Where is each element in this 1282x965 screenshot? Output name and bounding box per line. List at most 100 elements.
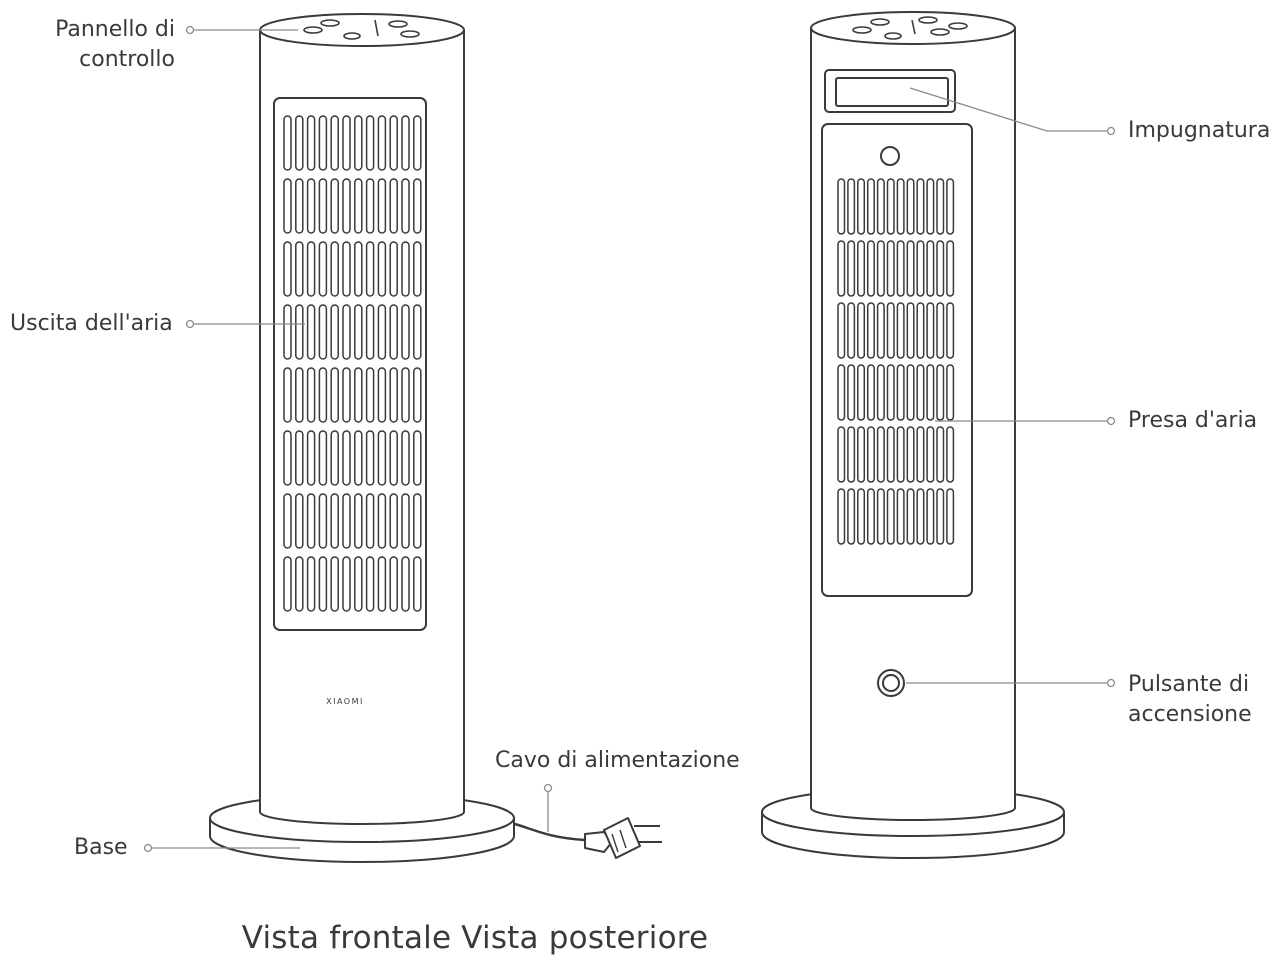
label-handle: Impugnatura (1128, 118, 1271, 143)
grille-slot (866, 302, 875, 359)
grille-slot (306, 304, 316, 360)
grille-slot (295, 430, 304, 486)
grille-slot (354, 304, 363, 360)
grille-slot (847, 240, 856, 297)
grille-slot (365, 556, 375, 612)
grille-slot (306, 241, 316, 297)
grille-slot (295, 178, 304, 234)
grille-slot (330, 241, 339, 297)
grille-slot (926, 364, 935, 421)
grille-slot (377, 115, 387, 171)
grille-slot (896, 178, 905, 235)
rear-hole (880, 146, 900, 166)
grille-slot (306, 493, 316, 549)
grille-slot (342, 556, 351, 612)
grille-slot (342, 304, 351, 360)
label-base: Base (74, 835, 128, 860)
grille-slot (401, 430, 410, 486)
grille-slot (283, 367, 292, 423)
grille-slot (936, 302, 945, 359)
grille-slot (295, 304, 304, 360)
grille-slot (936, 488, 945, 545)
grille-slot (896, 302, 905, 359)
grille-slot (377, 493, 387, 549)
grille-slot (896, 488, 905, 545)
grille-slot (866, 178, 875, 235)
grille-slot (318, 493, 328, 549)
grille-slot (318, 115, 328, 171)
grille-slot (946, 364, 955, 421)
label-power-button-line2: accensione (1128, 702, 1252, 727)
grille-slot (283, 556, 292, 612)
grille-slot (936, 178, 945, 235)
grille-slot (295, 367, 304, 423)
grille-slot (847, 488, 856, 545)
grille-slot (330, 115, 339, 171)
rear-handle (824, 69, 956, 113)
grille-slot (847, 426, 856, 483)
grille-slot (354, 493, 363, 549)
grille-slot (413, 493, 422, 549)
grille-slot (342, 241, 351, 297)
grille-slot (837, 364, 846, 421)
grille-slot (886, 178, 895, 235)
grille-slot (354, 367, 363, 423)
grille-slot (946, 302, 955, 359)
grille-slot (876, 488, 885, 545)
grille-slot (401, 115, 410, 171)
grille-slot (886, 240, 895, 297)
grille-slot (354, 241, 363, 297)
grille-slot (295, 493, 304, 549)
grille-slot (886, 302, 895, 359)
grille-slot (354, 430, 363, 486)
grille-slot (295, 115, 304, 171)
grille-slot (354, 556, 363, 612)
grille-slot (306, 178, 316, 234)
grille-slot (377, 178, 387, 234)
rear-control-panel (852, 16, 968, 40)
grille-slot (318, 241, 328, 297)
grille-slot (837, 178, 846, 235)
grille-slot (866, 364, 875, 421)
grille-slot (857, 364, 866, 421)
grille-slot (926, 178, 935, 235)
grille-slot (886, 364, 895, 421)
front-view: XIAOMI (209, 13, 662, 863)
grille-slot (342, 493, 351, 549)
grille-slot (896, 426, 905, 483)
grille-slot (377, 430, 387, 486)
grille-slot (318, 304, 328, 360)
grille-slot (857, 426, 866, 483)
grille-slot (389, 556, 398, 612)
grille-slot (936, 364, 945, 421)
grille-slot (847, 364, 856, 421)
grille-slot (837, 426, 846, 483)
grille-slot (295, 556, 304, 612)
label-air-inlet: Presa d'aria (1128, 408, 1258, 433)
grille-slot (896, 364, 905, 421)
grille-slot (354, 115, 363, 171)
grille-slot (330, 556, 339, 612)
grille-slot (306, 115, 316, 171)
grille-slot (377, 367, 387, 423)
grille-slot (413, 241, 422, 297)
grille-slot (906, 302, 915, 359)
grille-slot (318, 556, 328, 612)
grille-slot (365, 493, 375, 549)
grille-slot (365, 241, 375, 297)
grille-slot (365, 430, 375, 486)
grille-slot (866, 426, 875, 483)
grille-slot (389, 304, 398, 360)
grille-slot (389, 178, 398, 234)
grille-slot (295, 241, 304, 297)
grille-slot (847, 302, 856, 359)
grille-slot (936, 240, 945, 297)
grille-slot (330, 493, 339, 549)
grille-slot (330, 304, 339, 360)
front-control-panel (303, 19, 420, 40)
grille-slot (401, 178, 410, 234)
grille-slot (401, 367, 410, 423)
grille-slot (926, 240, 935, 297)
grille-slot (342, 367, 351, 423)
